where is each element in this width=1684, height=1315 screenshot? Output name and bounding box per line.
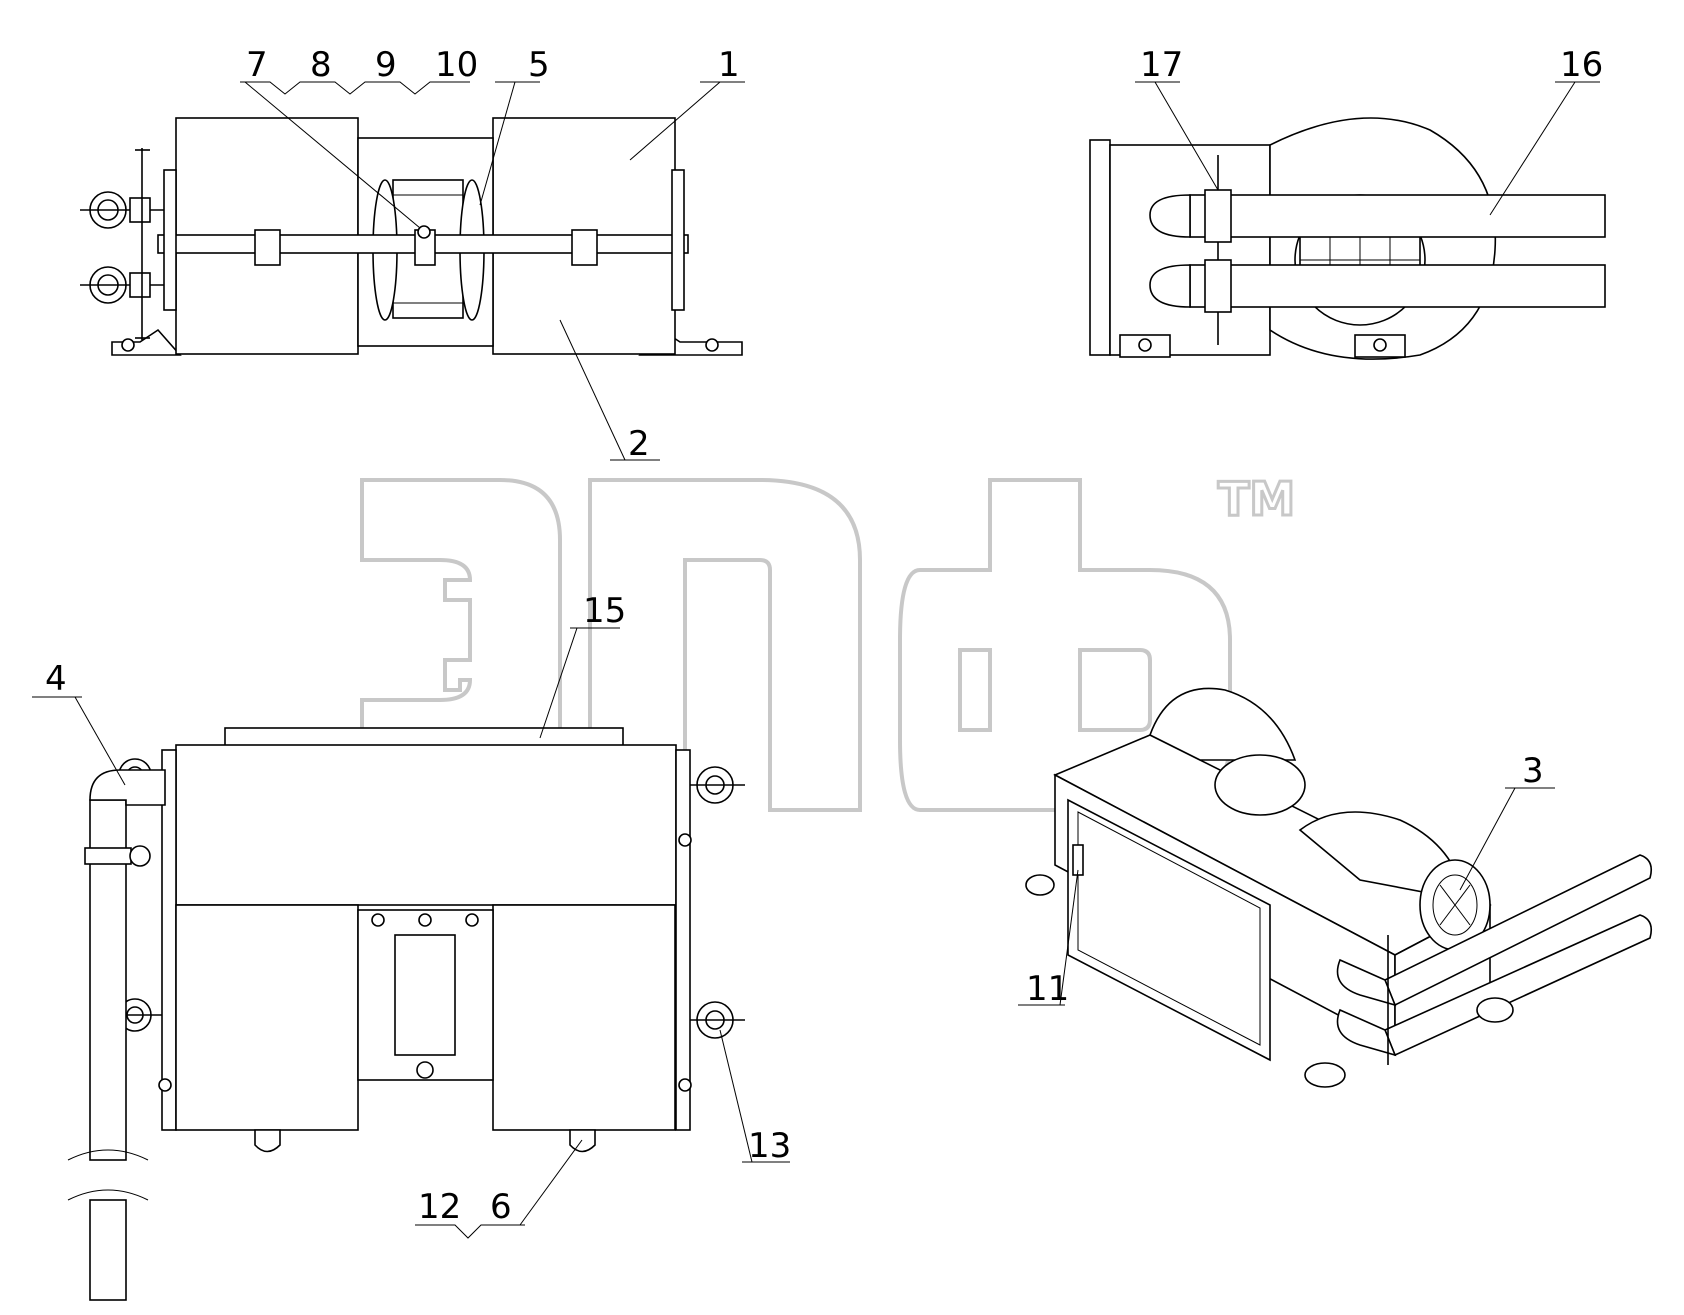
- callout-6: 6: [490, 1187, 512, 1227]
- callout-17: 17: [1140, 45, 1183, 85]
- plan-view: [67, 727, 745, 1301]
- callout-15: 15: [583, 591, 626, 631]
- callout-2: 2: [628, 424, 650, 464]
- callout-3: 3: [1522, 751, 1544, 791]
- callout-10: 10: [435, 45, 478, 85]
- callout-1: 1: [718, 45, 740, 85]
- front-view: [80, 117, 743, 356]
- isometric-view: [1025, 687, 1653, 1088]
- leader-lines: [32, 81, 1600, 1239]
- callout-11: 11: [1026, 969, 1069, 1009]
- callout-16: 16: [1560, 45, 1603, 85]
- callout-13: 13: [748, 1126, 791, 1166]
- callout-12: 12: [418, 1187, 461, 1227]
- callout-9: 9: [375, 45, 397, 85]
- callout-5: 5: [528, 45, 550, 85]
- side-view: [1089, 117, 1606, 360]
- callout-4: 4: [45, 659, 67, 699]
- callout-8: 8: [310, 45, 332, 85]
- callout-labels: 7 8 9 10 5 1 2 17 16 4 15 13 12 6 11 3: [45, 45, 1603, 1227]
- callout-7: 7: [246, 45, 268, 85]
- watermark-tm: TM: [1218, 472, 1295, 526]
- watermark-logo: TM: [360, 471, 1297, 812]
